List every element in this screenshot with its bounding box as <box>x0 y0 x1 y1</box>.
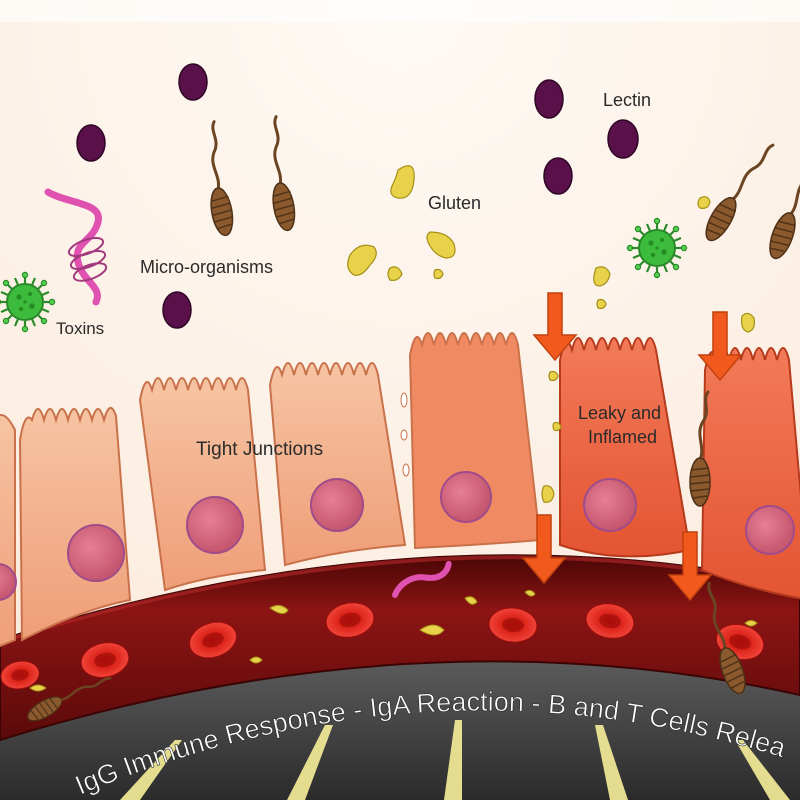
gluten-icon <box>744 620 758 627</box>
lectin-icon <box>178 63 208 101</box>
lectin-icon <box>534 79 564 119</box>
top-band <box>0 0 800 22</box>
healthy-epithelium <box>0 332 542 648</box>
leaky-label-line2: Inflamed <box>588 427 657 447</box>
lectin-label: Lectin <box>603 90 651 110</box>
gluten-icon <box>593 266 611 287</box>
leak-arrows <box>521 292 743 602</box>
light-rays <box>120 720 790 800</box>
lectins <box>76 63 639 329</box>
gluten-icon <box>541 485 555 503</box>
nucleus <box>67 524 125 582</box>
nucleus <box>440 471 492 523</box>
gluten-icon <box>596 298 607 310</box>
tight-junctions-label: Tight Junctions <box>196 439 323 460</box>
gluten-icon <box>269 604 289 614</box>
gluten-icon <box>426 231 456 259</box>
gluten-icon <box>29 684 47 692</box>
gluten-icon <box>387 266 403 281</box>
leaky-label-line1: Leaky and <box>578 403 661 423</box>
nucleus <box>583 478 637 532</box>
gluten-icon <box>419 624 445 636</box>
gluten-icon <box>548 370 559 382</box>
gluten-icon <box>390 165 415 199</box>
lectin-icon <box>543 157 573 195</box>
inflamed-epithelium <box>559 337 800 600</box>
toxins-label: Toxins <box>56 319 104 338</box>
spirochete-icon <box>44 188 108 306</box>
nucleus <box>745 505 795 555</box>
nucleus <box>310 478 364 532</box>
gluten-label: Gluten <box>428 193 481 213</box>
arrow-icon <box>532 292 578 362</box>
gluten-icon <box>524 589 536 597</box>
gluten-icon <box>741 312 755 333</box>
spirochete-icon <box>392 561 452 598</box>
gluten-icon <box>552 421 562 432</box>
gluten-pieces <box>347 165 755 503</box>
micro-organisms-label: Micro-organisms <box>140 257 273 277</box>
virus-icon <box>626 217 688 279</box>
gluten-icon <box>697 196 711 209</box>
gluten-icon <box>433 268 444 280</box>
gluten-icon <box>464 596 478 605</box>
vessel-gluten <box>29 589 758 692</box>
lectin-icon <box>76 124 106 162</box>
nucleus <box>0 563 17 601</box>
gluten-icon <box>347 244 377 276</box>
arrow-icon <box>697 311 743 382</box>
lectin-icon <box>162 291 192 329</box>
nucleus <box>186 496 244 554</box>
gluten-icon <box>249 656 263 664</box>
arrow-icon <box>667 531 713 602</box>
arrow-icon <box>521 514 567 585</box>
lectin-icon <box>607 119 639 159</box>
tight-junction-gaps <box>400 392 410 477</box>
